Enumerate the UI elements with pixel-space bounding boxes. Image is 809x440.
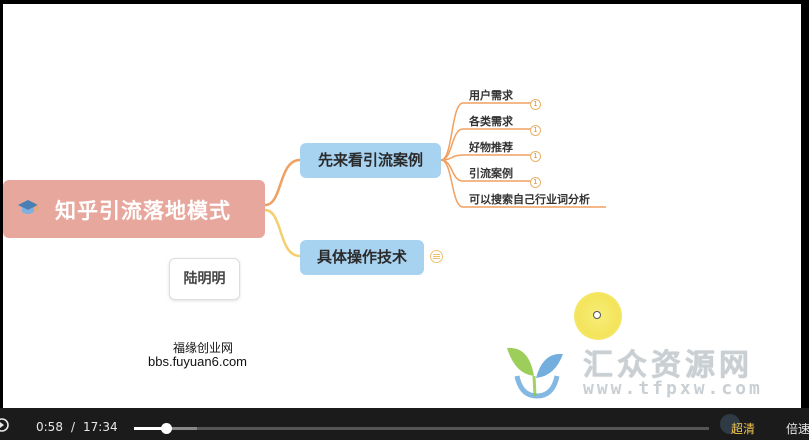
mindmap-branch-node[interactable]: 先来看引流案例: [300, 143, 441, 178]
floating-note-box[interactable]: 陆明明: [169, 258, 240, 300]
watermark-site-url: bbs.fuyuan6.com: [148, 354, 248, 369]
mouse-cursor-icon: [593, 311, 601, 319]
note-badge-icon[interactable]: 1: [530, 177, 541, 188]
mindmap-leaf-node[interactable]: 可以搜索自己行业词分析: [469, 193, 590, 206]
progress-bar[interactable]: [134, 423, 709, 434]
mindmap-branch-node[interactable]: 具体操作技术: [300, 240, 424, 275]
quality-button[interactable]: 超清: [731, 422, 756, 436]
mindmap-leaf-node[interactable]: 用户需求: [469, 89, 513, 102]
brand-url: www.tfpxw.com: [583, 378, 763, 399]
progress-played: [134, 427, 166, 430]
brand-leaf-logo-icon: [507, 347, 563, 399]
note-badge-icon[interactable]: 1: [530, 151, 541, 162]
collapse-toggle-icon[interactable]: [430, 250, 443, 263]
quality-icon: [720, 414, 740, 434]
mindmap-leaf-node[interactable]: 各类需求: [469, 115, 513, 128]
note-badge-icon[interactable]: 1: [530, 99, 541, 110]
mindmap-root-node[interactable]: 知乎引流落地模式: [3, 180, 265, 238]
note-badge-icon[interactable]: 1: [530, 125, 541, 136]
mindmap-connectors: [264, 102, 606, 258]
progress-thumb-handle[interactable]: [160, 423, 172, 434]
total-time: 17:34: [83, 420, 118, 434]
play-icon[interactable]: [0, 417, 14, 433]
current-time: 0:58: [36, 420, 63, 434]
player-control-bar: 0:58 / 17:34 超清 倍速: [0, 408, 809, 440]
mindmap-canvas: 知乎引流落地模式 先来看引流案例 具体操作技术 用户需求 各类需求 好物推荐 引…: [3, 4, 801, 408]
speed-button[interactable]: 倍速: [786, 422, 809, 436]
graduation-cap-icon: [18, 200, 38, 214]
watermark-site-name: 福缘创业网: [173, 341, 234, 355]
mindmap-leaf-node[interactable]: 引流案例: [469, 167, 513, 180]
mindmap-root-label: 知乎引流落地模式: [55, 199, 231, 223]
mindmap-leaf-node[interactable]: 好物推荐: [469, 141, 513, 154]
time-separator: /: [71, 420, 76, 434]
brand-name: 汇众资源网: [583, 348, 753, 383]
